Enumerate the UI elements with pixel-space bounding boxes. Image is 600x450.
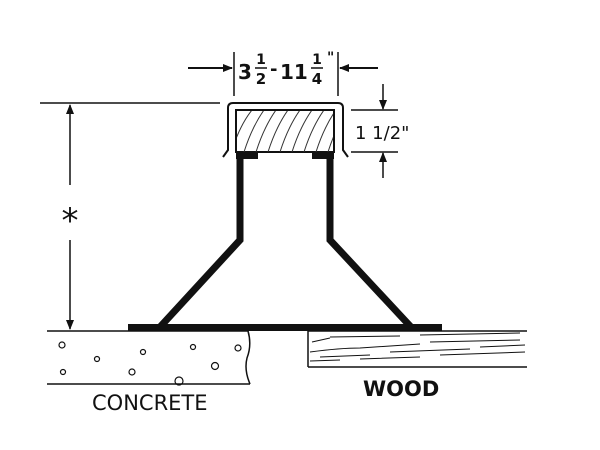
concrete-label: CONCRETE <box>92 391 208 415</box>
metal-cap <box>222 102 349 158</box>
cap-height-label: 1 1/2" <box>355 123 409 144</box>
post-height-label: * <box>62 201 79 241</box>
wood-floor <box>307 330 527 368</box>
width-den-2: 4 <box>312 70 322 88</box>
concrete-slab <box>47 330 251 386</box>
width-den-1: 2 <box>256 70 266 88</box>
width-num-1: 1 <box>256 52 266 68</box>
base-plate <box>128 324 442 331</box>
width-unit: " <box>327 50 334 66</box>
width-dimension: 3 1 2 - 11 1 4 " <box>188 50 378 96</box>
width-sep: - <box>270 59 277 80</box>
cap-height-dimension: 1 1/2" <box>351 84 409 178</box>
post-base <box>128 152 442 331</box>
post-height-dimension: * <box>40 102 220 330</box>
wood-label: WOOD <box>363 377 439 401</box>
width-whole-1: 3 <box>238 60 252 84</box>
width-whole-2: 11 <box>280 60 308 84</box>
width-num-2: 1 <box>312 52 322 68</box>
